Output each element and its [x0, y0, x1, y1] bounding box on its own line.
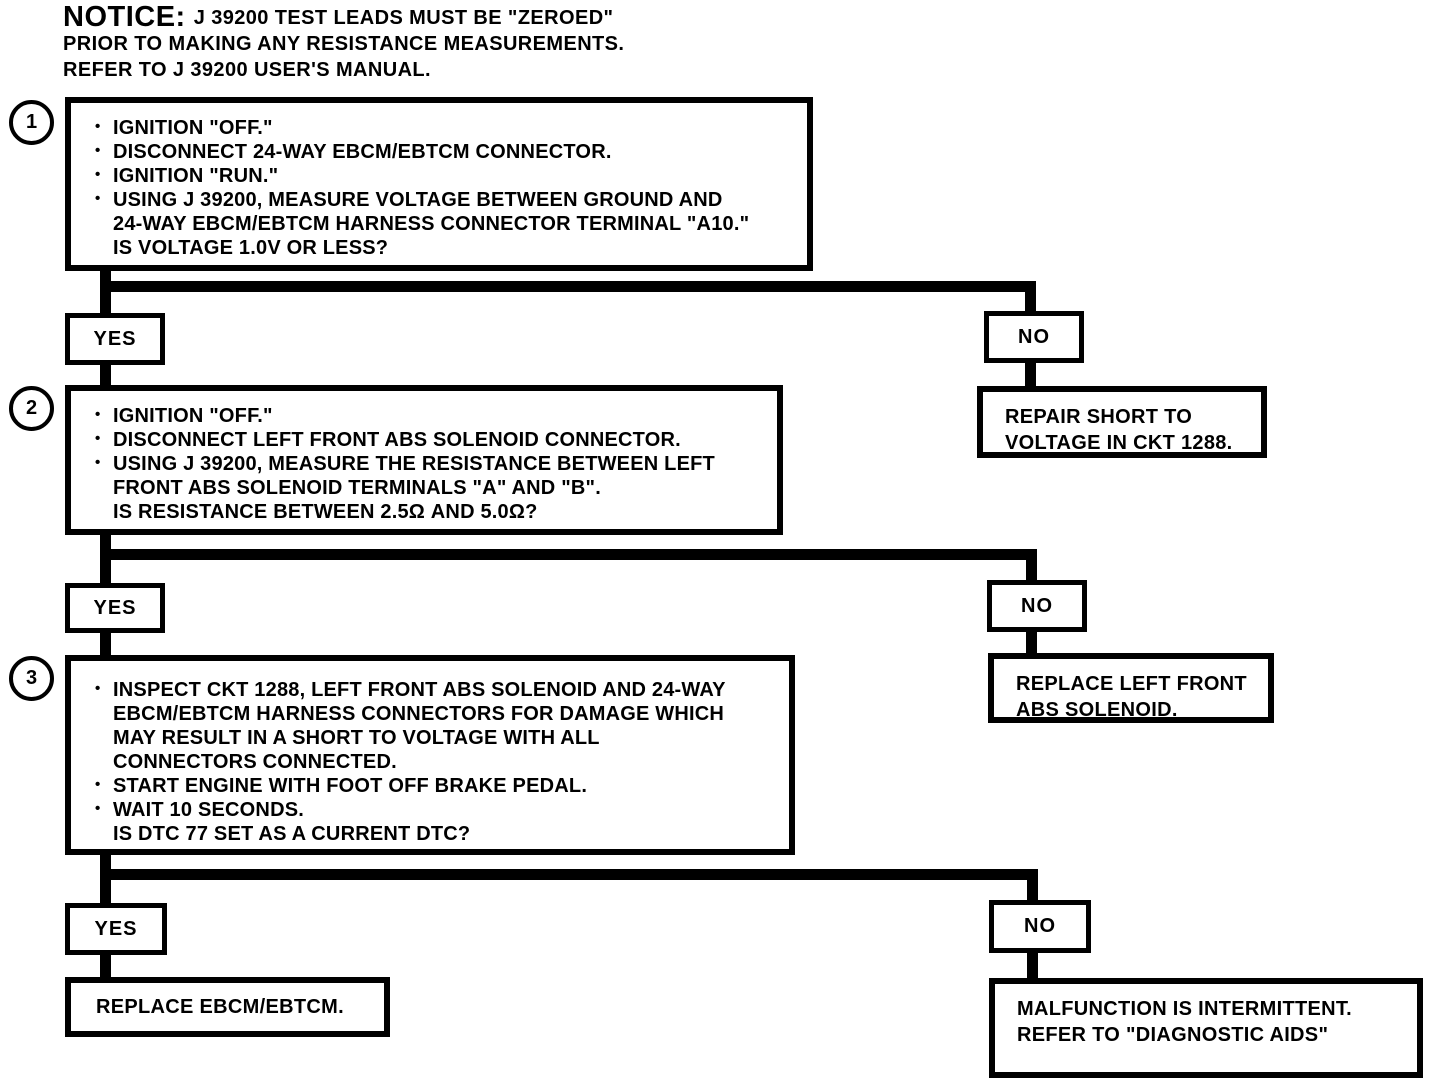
- procedure-line: IS DTC 77 SET AS A CURRENT DTC?: [113, 823, 471, 845]
- branch1-yes-label: YES: [93, 327, 137, 350]
- procedure-line: •DISCONNECT 24-WAY EBCM/EBTCM CONNECTOR.: [95, 141, 612, 163]
- bullet-icon: •: [95, 800, 101, 817]
- procedure-line: •IGNITION "OFF.": [95, 117, 273, 139]
- step1-procedure-box: •IGNITION "OFF." •DISCONNECT 24-WAY EBCM…: [65, 97, 813, 271]
- bullet-icon: •: [95, 454, 101, 471]
- branch3-no-box: NO: [989, 900, 1091, 953]
- notice-line-2: PRIOR TO MAKING ANY RESISTANCE MEASUREME…: [63, 33, 625, 55]
- procedure-line: •IGNITION "RUN.": [95, 165, 279, 187]
- step2-content: •IGNITION "OFF." •DISCONNECT LEFT FRONT …: [71, 391, 777, 529]
- procedure-line: EBCM/EBTCM HARNESS CONNECTORS FOR DAMAGE…: [113, 703, 725, 725]
- branch2-no-box: NO: [987, 580, 1087, 632]
- procedure-line: •USING J 39200, MEASURE VOLTAGE BETWEEN …: [95, 189, 723, 211]
- bullet-icon: •: [95, 118, 101, 135]
- branch1-no-box: NO: [984, 311, 1084, 363]
- branch1-yes-box: YES: [65, 313, 165, 365]
- notice-text-1: J 39200 TEST LEADS MUST BE "ZEROED": [193, 7, 614, 29]
- bullet-icon: •: [95, 142, 101, 159]
- connector-line: [100, 549, 1037, 560]
- outcome-text-line: REPLACE EBCM/EBTCM.: [96, 996, 344, 1018]
- bullet-icon: •: [95, 190, 101, 207]
- procedure-line: FRONT ABS SOLENOID TERMINALS "A" AND "B"…: [113, 477, 601, 499]
- connector-line: [1026, 549, 1037, 581]
- procedure-line: IS VOLTAGE 1.0V OR LESS?: [113, 237, 389, 259]
- branch2-no-label: NO: [1021, 594, 1053, 617]
- procedure-line: •IGNITION "OFF.": [95, 405, 273, 427]
- notice-line-3: REFER TO J 39200 USER'S MANUAL.: [63, 59, 431, 81]
- procedure-line: MAY RESULT IN A SHORT TO VOLTAGE WITH AL…: [113, 727, 600, 749]
- procedure-line: •WAIT 10 SECONDS.: [95, 799, 305, 821]
- bullet-icon: •: [95, 406, 101, 423]
- step2-number: 2: [25, 397, 38, 419]
- connector-line: [100, 281, 1036, 292]
- branch3-yes-box: YES: [65, 903, 167, 955]
- bullet-icon: •: [95, 430, 101, 447]
- step3-procedure-box: •INSPECT CKT 1288, LEFT FRONT ABS SOLENO…: [65, 655, 795, 855]
- replace-left-front-abs-solenoid-box: REPLACE LEFT FRONT ABS SOLENOID.: [988, 653, 1274, 723]
- branch2-yes-box: YES: [65, 583, 165, 633]
- procedure-line: •START ENGINE WITH FOOT OFF BRAKE PEDAL.: [95, 775, 588, 797]
- step1-number-circle: 1: [9, 100, 54, 145]
- procedure-line: IS RESISTANCE BETWEEN 2.5Ω AND 5.0Ω?: [113, 501, 538, 523]
- step2-number-circle: 2: [9, 386, 54, 431]
- connector-line: [100, 955, 111, 977]
- notice-header: NOTICE: J 39200 TEST LEADS MUST BE "ZEROE…: [63, 1, 625, 83]
- branch1-no-label: NO: [1018, 325, 1050, 348]
- bullet-icon: •: [95, 680, 101, 697]
- connector-line: [100, 869, 1038, 880]
- step2-procedure-box: •IGNITION "OFF." •DISCONNECT LEFT FRONT …: [65, 385, 783, 535]
- step1-number: 1: [25, 111, 38, 133]
- step1-content: •IGNITION "OFF." •DISCONNECT 24-WAY EBCM…: [71, 103, 807, 265]
- notice-label: NOTICE:: [63, 1, 186, 33]
- bullet-icon: •: [95, 166, 101, 183]
- notice-line-1: NOTICE: J 39200 TEST LEADS MUST BE "ZEROE…: [63, 1, 624, 33]
- outcome-text-line: REPLACE LEFT FRONT: [1016, 673, 1247, 695]
- repair-short-to-voltage-box: REPAIR SHORT TO VOLTAGE IN CKT 1288.: [977, 386, 1267, 458]
- connector-line: [1026, 632, 1037, 653]
- connector-line: [1027, 869, 1038, 900]
- branch2-yes-label: YES: [93, 596, 137, 619]
- procedure-line: •DISCONNECT LEFT FRONT ABS SOLENOID CONN…: [95, 429, 681, 451]
- bullet-icon: •: [95, 776, 101, 793]
- procedure-line: CONNECTORS CONNECTED.: [113, 751, 397, 773]
- step3-number: 3: [25, 667, 38, 689]
- outcome-text-line: VOLTAGE IN CKT 1288.: [1005, 432, 1233, 454]
- outcome-text-line: ABS SOLENOID.: [1016, 699, 1178, 721]
- procedure-line: •USING J 39200, MEASURE THE RESISTANCE B…: [95, 453, 715, 475]
- outcome-text-line: REFER TO "DIAGNOSTIC AIDS": [1017, 1024, 1329, 1046]
- malfunction-intermittent-box: MALFUNCTION IS INTERMITTENT. REFER TO "D…: [989, 978, 1423, 1078]
- step3-content: •INSPECT CKT 1288, LEFT FRONT ABS SOLENO…: [71, 661, 789, 849]
- procedure-line: •INSPECT CKT 1288, LEFT FRONT ABS SOLENO…: [95, 679, 726, 701]
- branch3-no-label: NO: [1024, 915, 1056, 937]
- connector-line: [100, 633, 111, 655]
- connector-line: [1027, 953, 1038, 978]
- branch3-yes-label: YES: [94, 917, 138, 940]
- procedure-line: 24-WAY EBCM/EBTCM HARNESS CONNECTOR TERM…: [113, 213, 750, 235]
- connector-line: [100, 365, 111, 385]
- replace-ebcm-ebtcm-box: REPLACE EBCM/EBTCM.: [65, 977, 390, 1037]
- outcome-text-line: MALFUNCTION IS INTERMITTENT.: [1017, 998, 1353, 1020]
- connector-line: [1025, 281, 1036, 312]
- outcome-text-line: REPAIR SHORT TO: [1005, 406, 1193, 428]
- connector-line: [1025, 363, 1036, 388]
- step3-number-circle: 3: [9, 656, 54, 701]
